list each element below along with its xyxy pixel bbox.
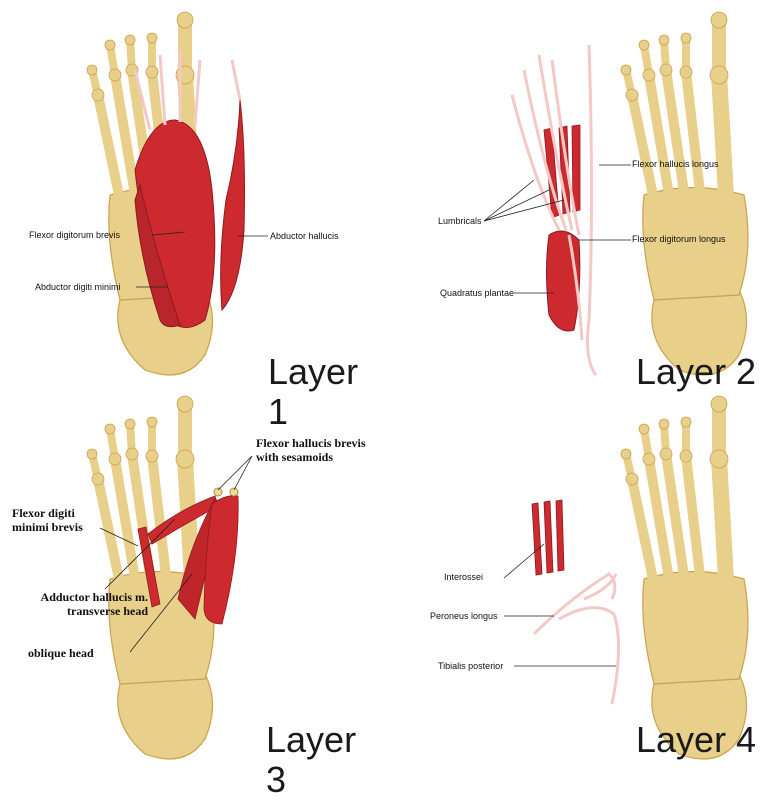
toe-tip bbox=[658, 34, 670, 46]
long-flexor-tendons bbox=[510, 44, 598, 376]
joint bbox=[642, 452, 656, 466]
label-flexor-digitorum-brevis: Flexor digitorum brevis bbox=[29, 230, 121, 240]
label-peroneus-longus: Peroneus longus bbox=[430, 611, 498, 621]
joint bbox=[91, 88, 105, 102]
metatarsal-bone bbox=[711, 67, 734, 203]
metatarsal-bone bbox=[661, 449, 689, 581]
label-interossei: Interossei bbox=[444, 572, 484, 582]
metatarsal-bone bbox=[93, 474, 125, 589]
toe-tip bbox=[620, 448, 632, 460]
metatarsal-bone bbox=[711, 451, 734, 587]
leader-lines bbox=[503, 543, 616, 667]
joint bbox=[108, 452, 122, 466]
toe-tip bbox=[710, 11, 728, 29]
label-lumbricals: Lumbricals bbox=[438, 216, 482, 226]
tendons bbox=[133, 50, 242, 131]
layer-2-panel: Flexor hallucis longus Lumbricals Flexor… bbox=[384, 0, 768, 392]
label-adductor-hallucis-transverse: Adductor hallucis m. transverse head bbox=[40, 590, 148, 618]
layer-1-illustration bbox=[86, 11, 268, 376]
abductor-hallucis-muscle bbox=[220, 99, 245, 312]
leader-lines bbox=[483, 164, 631, 294]
layer-4-title: Layer 4 bbox=[636, 719, 757, 760]
toe-tip bbox=[104, 423, 116, 435]
metatarsal-bone bbox=[93, 90, 125, 205]
layer-2-illustration bbox=[483, 11, 749, 376]
layer-3-title: Layer 3 bbox=[266, 719, 357, 800]
toe-tip bbox=[176, 11, 194, 29]
joint bbox=[625, 472, 639, 486]
joint bbox=[145, 449, 159, 463]
metatarsal-bone bbox=[661, 65, 689, 197]
toe-tip bbox=[680, 416, 692, 428]
toe-tip bbox=[124, 418, 136, 430]
joint bbox=[125, 447, 139, 461]
toe-tip bbox=[620, 64, 632, 76]
metatarsal-bone bbox=[681, 67, 705, 197]
toe-tip bbox=[680, 32, 692, 44]
label-oblique-head: oblique head bbox=[28, 646, 94, 660]
label-flexor-digitorum-longus: Flexor digitorum longus bbox=[632, 234, 726, 244]
joint bbox=[145, 65, 159, 79]
layer-1-title: Layer 1 bbox=[268, 351, 359, 432]
toe-tip bbox=[86, 448, 98, 460]
foot-bones bbox=[620, 11, 749, 376]
toe-tip bbox=[710, 395, 728, 413]
toe-tip bbox=[124, 34, 136, 46]
layer-3-illustration bbox=[86, 395, 253, 760]
label-flexor-hallucis-longus: Flexor hallucis longus bbox=[632, 159, 719, 169]
abductor-digiti-minimi-muscle bbox=[134, 183, 181, 328]
metatarsal-bone bbox=[644, 70, 674, 200]
toe-tip bbox=[176, 395, 194, 413]
label-quadratus-plantae: Quadratus plantae bbox=[440, 288, 515, 298]
layer-4-panel: Interossei Peroneus longus Tibialis post… bbox=[384, 384, 768, 768]
toe-tip bbox=[146, 32, 158, 44]
tendons bbox=[532, 572, 620, 705]
metatarsal-bone bbox=[681, 451, 705, 581]
foot-bones bbox=[620, 395, 749, 760]
tibialis-posterior-tendon bbox=[558, 606, 620, 705]
label-abductor-digiti-minimi: Abductor digiti minimi bbox=[35, 282, 121, 292]
label-flexor-digiti-minimi-brevis: Flexor digiti minimi brevis bbox=[12, 506, 83, 534]
joint bbox=[709, 65, 729, 85]
label-flexor-hallucis-brevis: Flexor hallucis brevis with sesamoids bbox=[256, 436, 366, 464]
label-tibialis-posterior: Tibialis posterior bbox=[438, 661, 504, 671]
metatarsal-bone bbox=[147, 451, 171, 581]
peroneus-longus-tendon bbox=[532, 572, 617, 636]
layer-3-panel: Flexor hallucis brevis with sesamoids Fl… bbox=[0, 384, 384, 800]
joint bbox=[108, 68, 122, 82]
joint bbox=[91, 472, 105, 486]
metatarsal-bone bbox=[627, 474, 659, 589]
metatarsal-bone bbox=[110, 454, 140, 584]
joint bbox=[642, 68, 656, 82]
joint bbox=[709, 449, 729, 469]
toe-tip bbox=[146, 416, 158, 428]
metatarsal-bone bbox=[644, 454, 674, 584]
toe-tip bbox=[104, 39, 116, 51]
toe-tip bbox=[658, 418, 670, 430]
layer-4-illustration bbox=[503, 395, 749, 760]
joint bbox=[679, 65, 693, 79]
joint bbox=[679, 449, 693, 463]
interossei-muscles bbox=[531, 499, 565, 576]
toe-tip bbox=[638, 423, 650, 435]
toe-tip bbox=[638, 39, 650, 51]
joint bbox=[659, 447, 673, 461]
metatarsal-bone bbox=[110, 70, 140, 200]
sesamoid-bone bbox=[229, 487, 239, 497]
tarsal-bones bbox=[642, 570, 749, 685]
layer-2-title: Layer 2 bbox=[636, 351, 757, 392]
flexor-digiti-minimi-brevis-muscle bbox=[137, 526, 161, 608]
joint bbox=[625, 88, 639, 102]
sesamoid-bone bbox=[213, 487, 223, 497]
metatarsal-bone bbox=[627, 90, 659, 205]
joint bbox=[659, 63, 673, 77]
layer-1-panel: Flexor digitorum brevis Abductor halluci… bbox=[0, 0, 384, 432]
label-abductor-hallucis: Abductor hallucis bbox=[270, 231, 339, 241]
toe-tip bbox=[86, 64, 98, 76]
leader-lines bbox=[99, 455, 253, 653]
leader-lines bbox=[136, 231, 268, 288]
joint bbox=[175, 449, 195, 469]
